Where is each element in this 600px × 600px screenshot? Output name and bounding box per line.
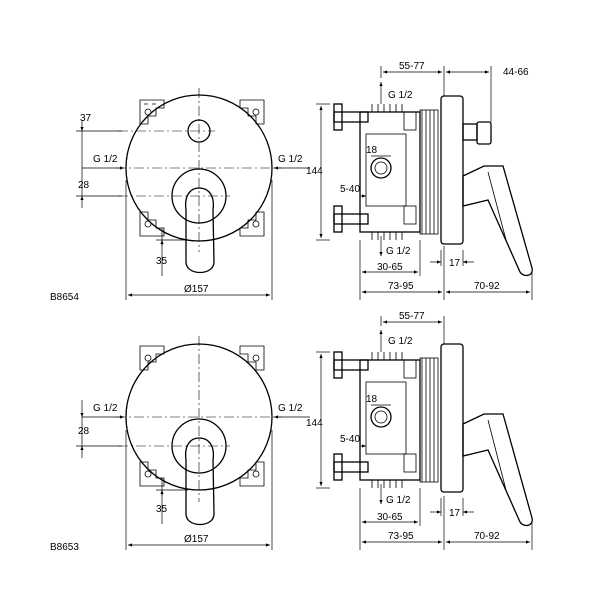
dimension-73-95: 73-95 [388,281,414,292]
dimension-73-95: 73-95 [388,531,414,542]
connection-bar [333,359,369,371]
connection-bar [333,213,369,225]
lever-handle [184,187,215,274]
thread-hatch [371,104,403,112]
cover-plate-side [440,95,464,245]
side-view-b8654: G 1/2 G 1/2 18 144 5-40 55-77 44-66 [306,61,533,300]
dimension-5-40: 5-40 [340,434,360,445]
mounting-bracket [239,461,265,487]
mounting-hole [144,470,152,478]
dimension-30-65: 30-65 [377,262,403,273]
connection-flange [333,103,343,131]
front-view-b8653: G 1/2 G 1/2 28 35 Ø157 B8653 [50,336,310,553]
port-block [403,453,417,473]
dimension-35: 35 [156,256,168,267]
connection-bar [333,111,369,123]
thread-label-left: G 1/2 [93,154,118,165]
connection-flange [333,453,343,481]
dimension-70-92: 70-92 [474,281,500,292]
dimension-18: 18 [366,394,378,405]
mounting-hole [252,470,260,478]
dimension-17: 17 [449,508,461,519]
threaded-sleeve [419,357,439,483]
spindle-inner [374,161,388,175]
dimension-28: 28 [78,180,90,191]
dimension-55-77: 55-77 [399,311,425,322]
dimension-37: 37 [80,113,92,124]
mounting-bracket [139,211,165,237]
thread-label-bottom: G 1/2 [386,246,411,257]
drawing-b8653: G 1/2 G 1/2 28 35 Ø157 B8653 [50,311,533,553]
dimension-5-40: 5-40 [340,184,360,195]
thread-label-top: G 1/2 [388,90,413,101]
dimension-diameter: Ø157 [184,284,209,295]
dimension-28: 28 [78,426,90,437]
lever-edge [487,171,507,241]
thread-hatch [371,232,403,240]
spindle-inner [374,410,388,424]
mounting-hole [252,108,260,116]
cover-plate-side [440,343,464,493]
dimension-55-77: 55-77 [399,61,425,72]
lever-handle [184,437,215,526]
spindle-circle [370,157,392,179]
diverter-cap-side [476,121,492,145]
dimension-144: 144 [306,418,323,429]
connection-bar [333,461,369,473]
mounting-hole [252,220,260,228]
connection-flange [333,205,343,233]
lever-edge [487,419,507,491]
connection-flange [333,351,343,379]
dimension-17: 17 [449,258,461,269]
mounting-hole [252,354,260,362]
thread-label-bottom: G 1/2 [386,495,411,506]
drawing-b8654: 37 G 1/2 G 1/2 28 35 Ø157 B8654 [50,61,533,303]
dimension-18: 18 [366,145,378,156]
dimension-30-65: 30-65 [377,512,403,523]
dimension-70-92: 70-92 [474,531,500,542]
dimension-44-66: 44-66 [503,67,529,78]
dimension-144: 144 [306,166,323,177]
thread-hatch [371,352,403,360]
port-block [403,359,417,379]
dimension-35: 35 [156,504,168,515]
front-view-b8654: 37 G 1/2 G 1/2 28 35 Ø157 B8654 [50,88,310,303]
thread-label-right: G 1/2 [278,154,303,165]
product-code: B8654 [50,292,79,303]
product-code: B8653 [50,542,79,553]
lever-handle-side [462,413,533,527]
thread-hatch [371,480,403,488]
body-inner [365,133,407,207]
mounting-bracket [239,99,265,125]
mounting-bracket [139,461,165,487]
mounting-bracket [239,211,265,237]
lever-handle-side [462,165,533,277]
mounting-bracket [139,99,165,125]
thread-label-top: G 1/2 [388,336,413,347]
thread-label-right: G 1/2 [278,403,303,414]
body-inner [365,381,407,455]
thread-label-left: G 1/2 [93,403,118,414]
diverter-knob-side [462,123,478,141]
threaded-sleeve [419,109,439,235]
sleeve-thread [421,110,435,234]
mounting-bracket [139,345,165,371]
side-view-b8653: G 1/2 G 1/2 18 144 5-40 55-77 17 30-65 [306,311,533,550]
port-block [403,111,417,131]
mounting-bracket [239,345,265,371]
dimension-diameter: Ø157 [184,534,209,545]
sleeve-thread [421,358,435,482]
port-block [403,205,417,225]
spindle-circle [370,406,392,428]
mounting-hole [144,354,152,362]
